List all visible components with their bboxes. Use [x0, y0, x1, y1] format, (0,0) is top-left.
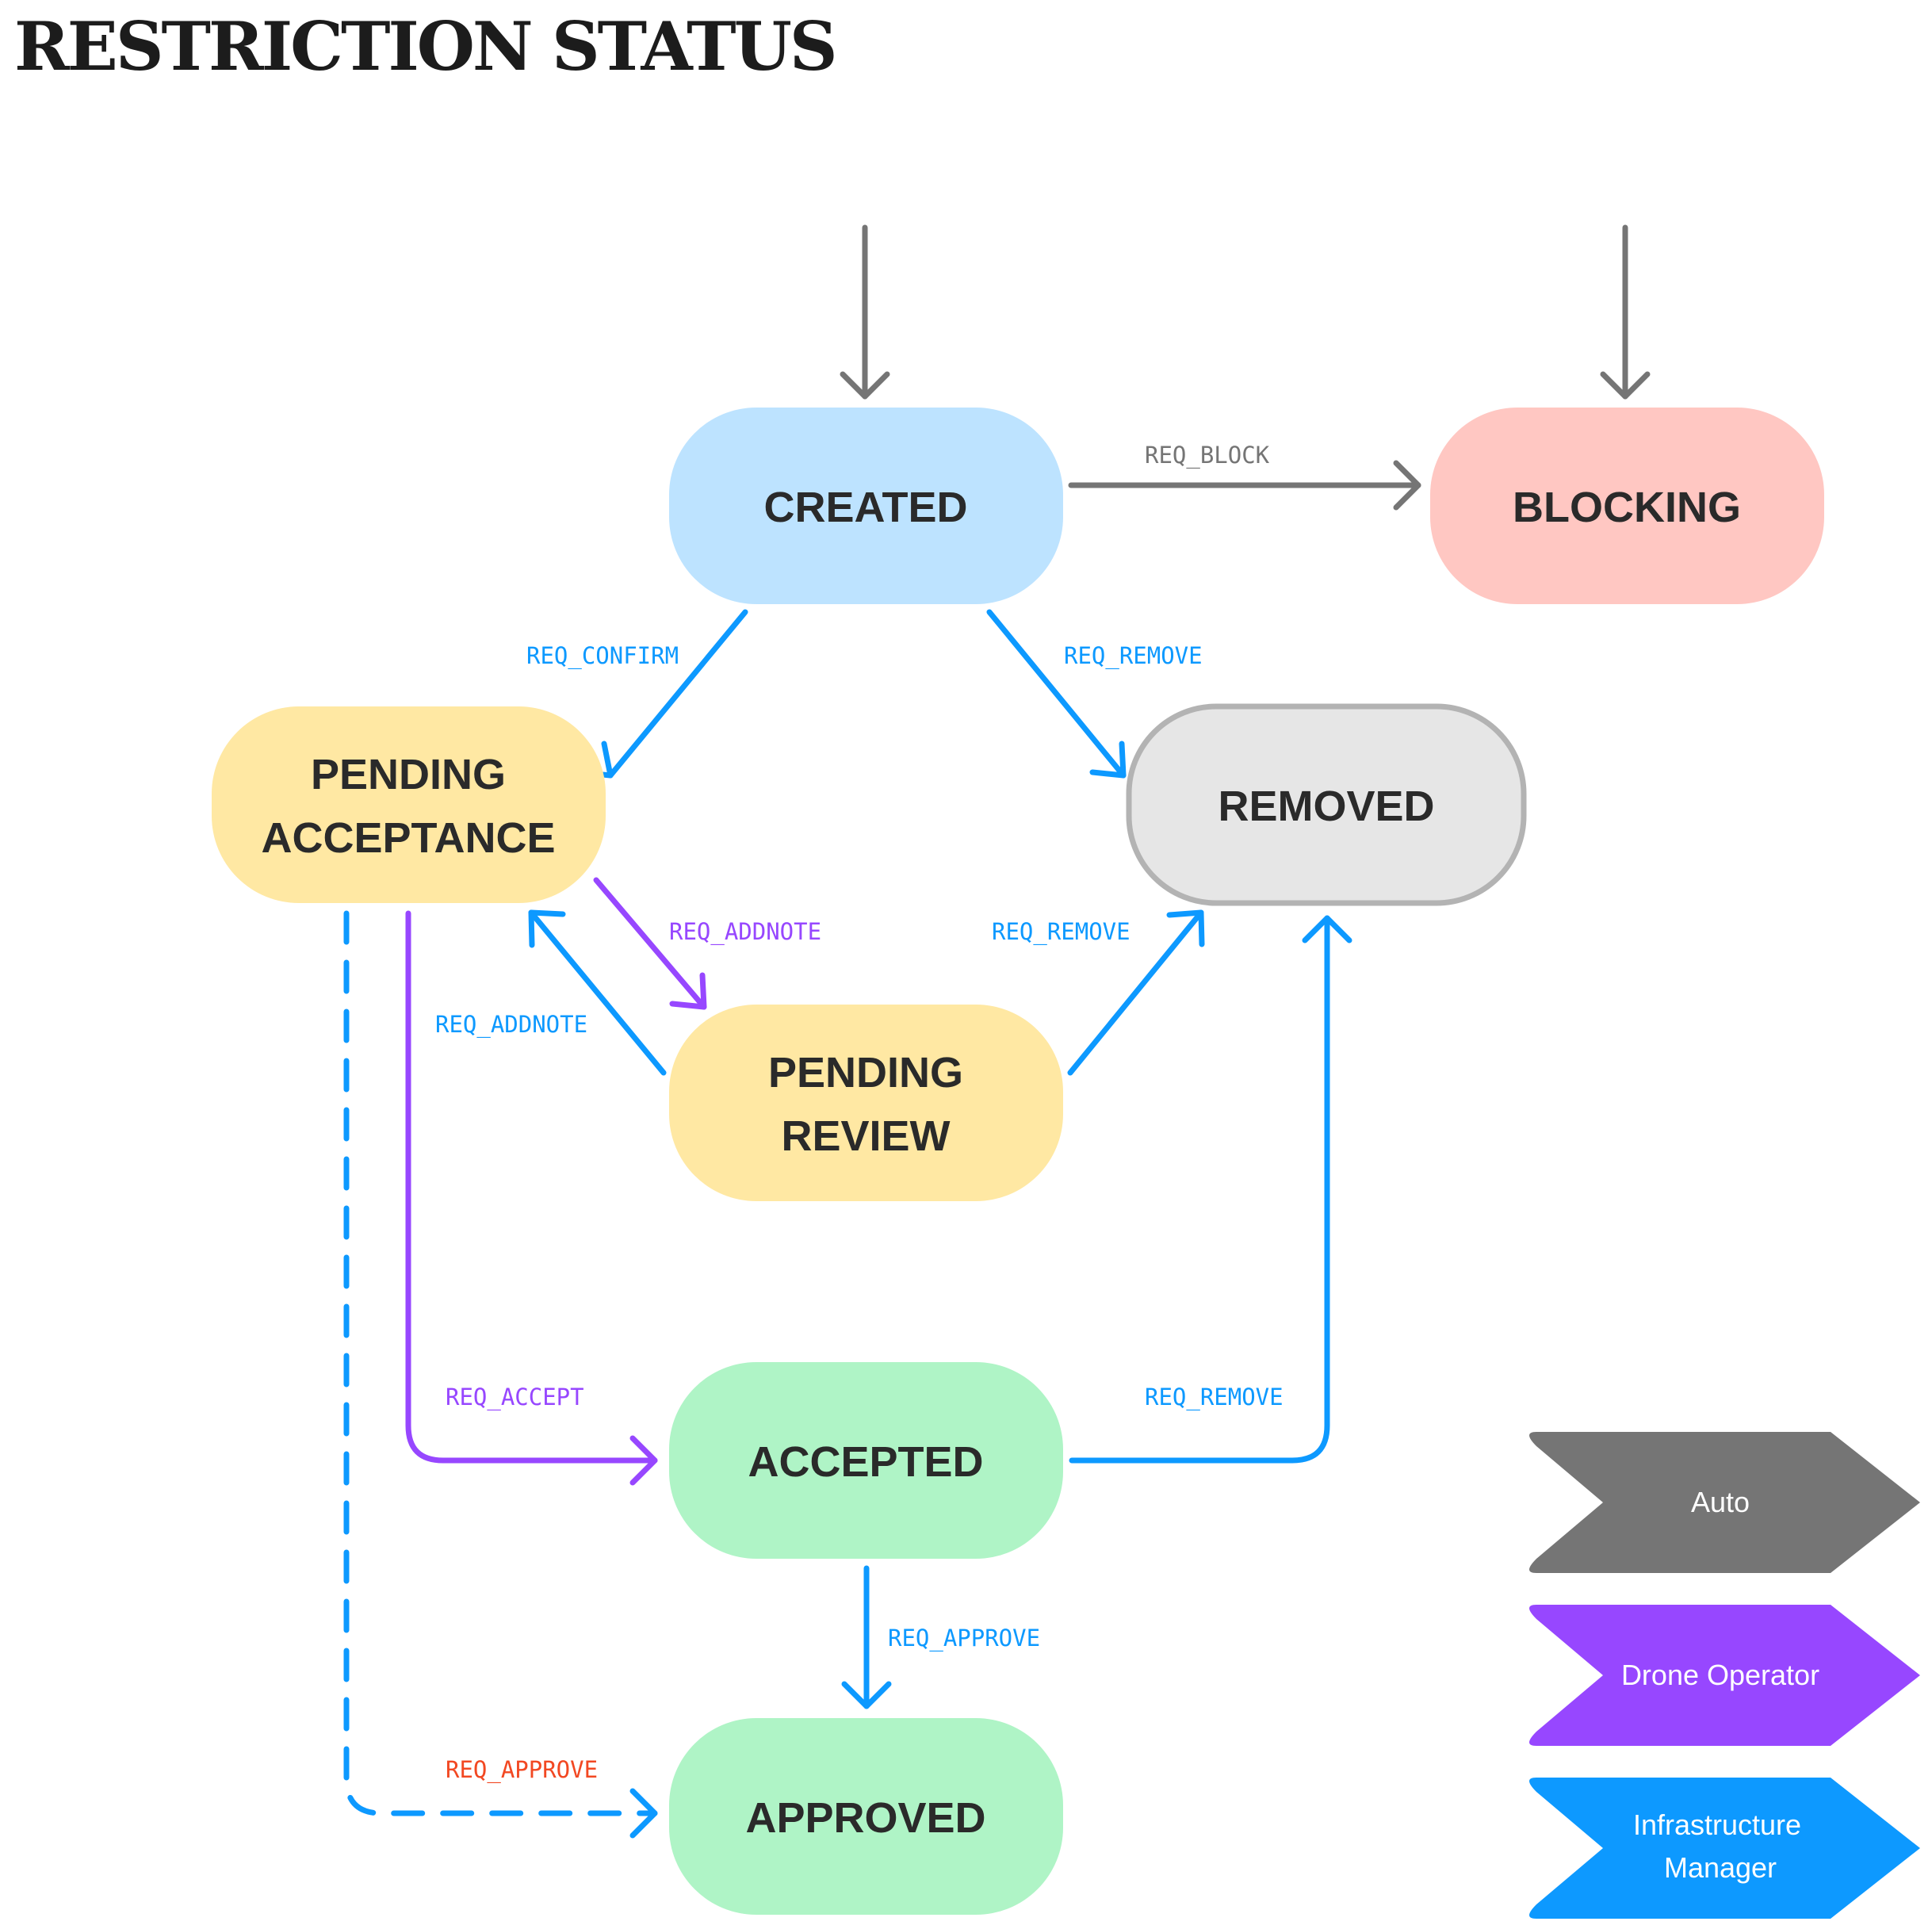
label-req-block: REQ_BLOCK [1145, 442, 1270, 469]
legend-item-auto: Auto [1529, 1432, 1920, 1573]
entry-arrow-blocking [1600, 224, 1651, 400]
edge-req-approve-direct [343, 910, 658, 1839]
state-accepted-label: ACCEPTED [748, 1438, 983, 1486]
state-pending-acceptance-line1: PENDING [311, 751, 506, 798]
state-pending-acceptance: PENDING ACCEPTANCE [212, 706, 606, 903]
state-approved-label: APPROVED [745, 1794, 985, 1842]
state-removed-label: REMOVED [1218, 783, 1434, 830]
label-req-approve: REQ_APPROVE [888, 1625, 1040, 1652]
label-req-remove-review: REQ_REMOVE [992, 918, 1131, 946]
edge-req-addnote-manager [528, 909, 667, 1076]
edge-req-remove-accepted [1069, 915, 1352, 1464]
page-title: RESTRICTION STATUS [14, 7, 836, 86]
state-approved: APPROVED [669, 1718, 1063, 1915]
state-blocking: BLOCKING [1430, 408, 1824, 604]
legend-label-infrastructure-manager-line2: Manager [1664, 1851, 1777, 1884]
state-pending-acceptance-line2: ACCEPTANCE [261, 814, 555, 862]
state-pending-review-line2: REVIEW [781, 1112, 950, 1160]
label-req-remove-accepted: REQ_REMOVE [1145, 1384, 1284, 1411]
edge-req-confirm [576, 609, 748, 779]
state-accepted: ACCEPTED [669, 1362, 1063, 1559]
edge-req-remove-created [986, 609, 1127, 779]
legend: Auto Drone Operator Infrastructure Manag… [1529, 1432, 1920, 1919]
edge-req-accept [405, 910, 658, 1486]
legend-label-infrastructure-manager-line1: Infrastructure [1633, 1808, 1801, 1841]
edge-req-approve [841, 1565, 892, 1709]
label-req-remove-created: REQ_REMOVE [1064, 642, 1203, 670]
legend-label-auto: Auto [1691, 1486, 1750, 1518]
entry-arrow-created [840, 224, 890, 400]
state-created-label: CREATED [763, 484, 967, 531]
legend-item-infrastructure-manager: Infrastructure Manager [1529, 1778, 1920, 1919]
edge-req-remove-review [1067, 909, 1205, 1076]
label-req-approve-direct: REQ_APPROVE [446, 1756, 598, 1784]
legend-label-drone-operator: Drone Operator [1621, 1659, 1819, 1691]
label-req-confirm: REQ_CONFIRM [526, 642, 679, 670]
edge-req-addnote-operator [593, 877, 707, 1010]
label-req-addnote-manager: REQ_ADDNOTE [435, 1011, 587, 1039]
state-removed: REMOVED [1126, 703, 1527, 906]
legend-item-drone-operator: Drone Operator [1529, 1605, 1920, 1746]
state-pending-review: PENDING REVIEW [669, 1005, 1063, 1201]
state-pending-review-line1: PENDING [768, 1049, 963, 1097]
state-blocking-label: BLOCKING [1513, 484, 1741, 531]
state-created: CREATED [669, 408, 1063, 604]
label-req-addnote-operator: REQ_ADDNOTE [669, 918, 821, 946]
label-req-accept: REQ_ACCEPT [446, 1384, 584, 1411]
edge-req-block [1068, 460, 1421, 511]
